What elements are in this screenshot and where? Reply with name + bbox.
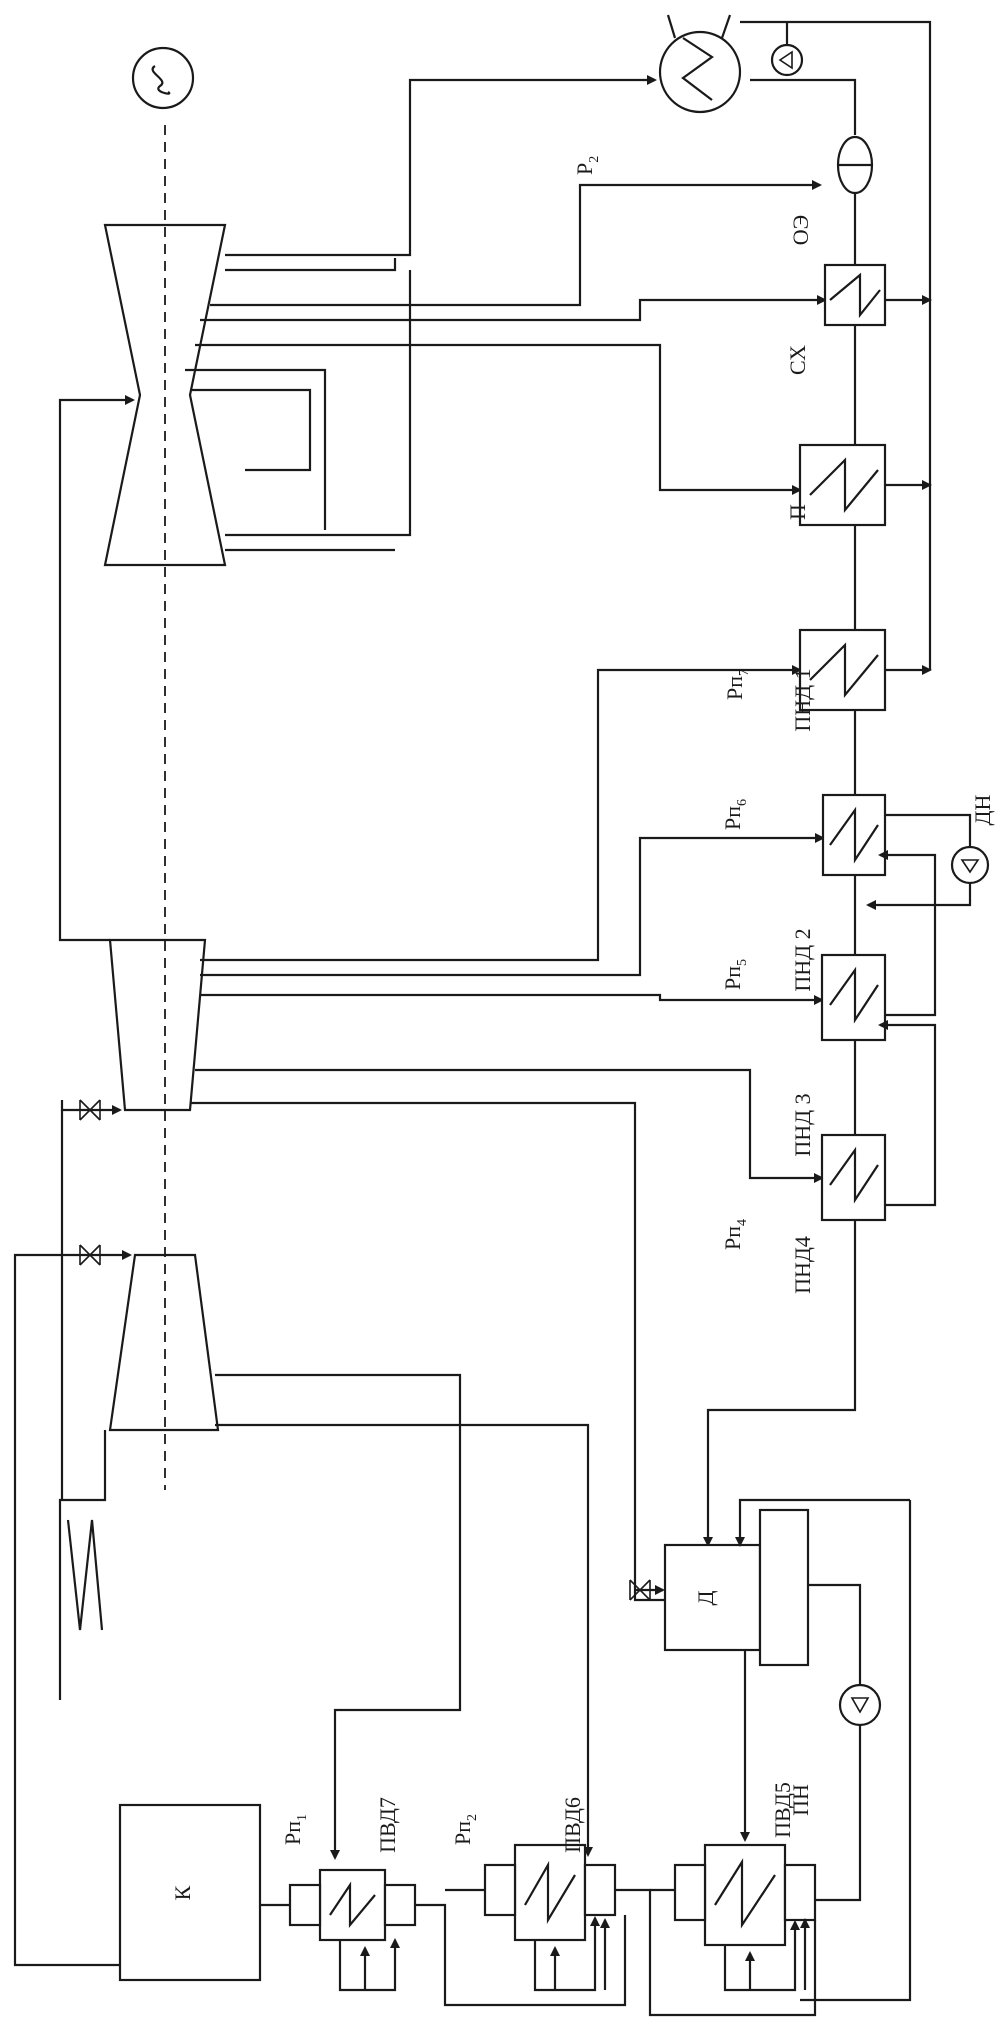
extraction-rp6-line (200, 833, 825, 977)
svg-text:Рп6: Рп6 (720, 799, 750, 830)
svg-text:Р2: Р2 (572, 156, 602, 175)
label-lp1: ПНД 1 (790, 668, 815, 731)
extraction-rp4-line (195, 1068, 824, 1183)
crossover-line (58, 395, 135, 942)
label-feed-pump: ПН (788, 1784, 813, 1816)
label-rp7: Рп7 (722, 669, 752, 700)
label-rp2: Рп2 (450, 1814, 480, 1845)
svg-text:Рп2: Рп2 (450, 1814, 480, 1845)
drain-pump (950, 845, 990, 885)
extraction-rp1-line (215, 1373, 462, 1860)
deaerator-label: Д (693, 1590, 718, 1605)
exhaust-to-condenser (225, 75, 657, 257)
drains-to-deaerator (735, 1498, 910, 1547)
label-sx: СХ (785, 345, 810, 375)
cold-reheat-line (58, 1430, 107, 1700)
svg-text:Рп4: Рп4 (720, 1219, 750, 1250)
lp-turbine (103, 223, 227, 567)
svg-text:Рп5: Рп5 (720, 959, 750, 990)
condensate-to-deaerator (703, 1220, 857, 1547)
label-hp7: ПВД7 (375, 1797, 400, 1853)
generator (131, 46, 195, 110)
heater-lp1 (798, 628, 887, 712)
generator-wave-icon (151, 65, 171, 95)
condenser-coil-icon (681, 37, 714, 101)
drain-pump-discharge (866, 883, 972, 910)
label-rp5: Рп5 (720, 959, 750, 990)
svg-text:Рп1: Рп1 (280, 1814, 310, 1845)
feed-pump (838, 1683, 882, 1727)
label-drain-pump: ДН (970, 794, 995, 825)
condenser (658, 14, 742, 114)
heater-lp3 (820, 1133, 887, 1222)
reheater-coil (66, 1519, 104, 1631)
extraction-rp5-line (200, 993, 824, 1005)
heater-lp2-b (820, 953, 887, 1042)
deaerator (663, 1508, 810, 1667)
label-rp1: Рп1 (280, 1814, 310, 1845)
label-lp3: ПНД 3 (790, 1093, 815, 1156)
heater-sx (823, 263, 887, 327)
boiler-box (118, 1803, 262, 1982)
extraction-rp2-line (215, 1423, 593, 1857)
svg-text:Рп7: Рп7 (722, 669, 752, 700)
extraction-p2-line (210, 180, 822, 307)
label-hp5: ПВД5 (770, 1782, 795, 1838)
drain-return-line (740, 20, 932, 290)
label-lp2: ПНД 2 (790, 928, 815, 991)
ip-turbine (108, 938, 207, 1112)
heater-hp7 (288, 1868, 417, 1942)
heater-hp6 (483, 1843, 617, 1942)
hp-stop-valve-icon (79, 1244, 101, 1266)
label-p: П (785, 504, 810, 520)
hp-turbine (108, 1253, 220, 1432)
boiler-label: К (170, 1885, 195, 1900)
label-rp4: Рп4 (720, 1219, 750, 1250)
label-p2: Р2 (572, 156, 602, 175)
label-hp6: ПВД6 (560, 1797, 585, 1853)
extraction-rp7-line (200, 665, 802, 962)
extraction-to-hp5 (190, 1101, 750, 1842)
label-lp4: ПНД4 (790, 1236, 815, 1294)
main-steam-line (13, 1250, 132, 1967)
heater-hp5 (673, 1843, 817, 1947)
extraction-sx-line (200, 295, 827, 322)
heater-lp2-a (821, 793, 887, 877)
label-oe: ОЭ (788, 215, 813, 245)
lp-internal-1 (185, 368, 327, 530)
label-rp6: Рп6 (720, 799, 750, 830)
condensate-line-1 (750, 78, 857, 135)
extraction-p-line (195, 343, 802, 495)
heater-p (798, 443, 887, 527)
condensate-pump (770, 43, 804, 77)
